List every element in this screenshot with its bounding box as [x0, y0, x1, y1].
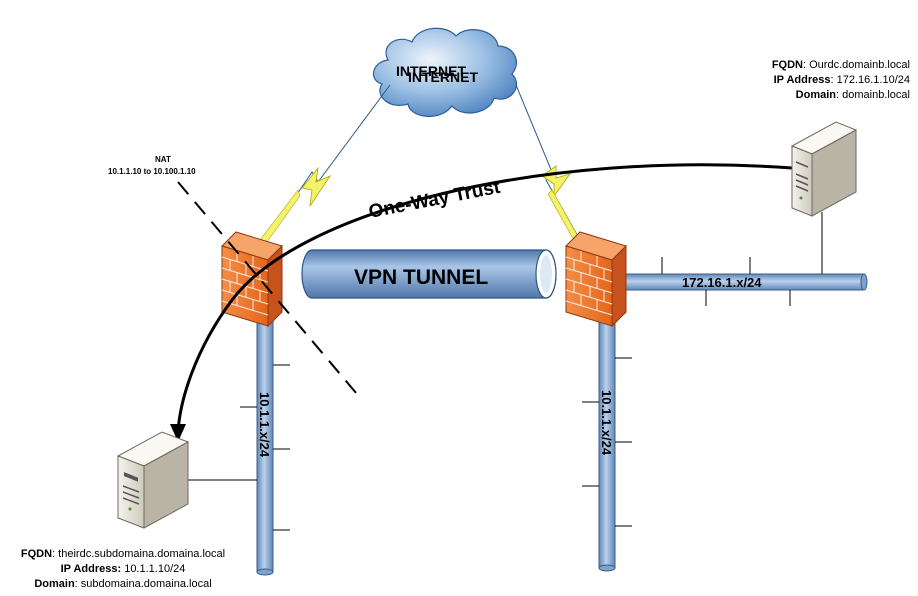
- internet-label-shadow: INTERNET: [408, 69, 478, 85]
- right-domain-value: : domainb.local: [836, 89, 910, 101]
- left-domain-line: Domain: subdomaina.domaina.local: [0, 577, 246, 592]
- right-ip-key: IP Address: [773, 74, 831, 86]
- right-fqdn-value: : Ourdc.domainb.local: [803, 59, 910, 71]
- right-server-info: FQDN: Ourdc.domainb.local IP Address: 17…: [720, 58, 910, 103]
- right-fqdn-key: FQDN: [771, 59, 803, 71]
- nat-boundary-line: [177, 181, 363, 401]
- left-domain-value: : subdomaina.domaina.local: [74, 578, 212, 590]
- left-fqdn-line: FQDN: theirdc.subdomaina.domaina.local: [0, 547, 246, 562]
- right-network-pipe: 10.1.1.x/24: [582, 317, 632, 572]
- left-network-pipe: 10.1.1.x/24: [188, 299, 290, 576]
- left-fqdn-value: : theirdc.subdomaina.domaina.local: [52, 548, 226, 560]
- internet-label: INTERNET: [396, 63, 466, 79]
- lightning-right: [515, 84, 581, 243]
- right-ip-value: : 172.16.1.10/24: [830, 74, 910, 86]
- left-server-icon: [116, 431, 190, 529]
- right-vertical-network-label: 10.1.1.x/24: [599, 390, 614, 456]
- internet-cloud: INTERNET INTERNET: [372, 27, 518, 117]
- left-ip-line: IP Address: 10.1.1.10/24: [0, 562, 246, 577]
- trust-label: One-Way Trust: [367, 177, 503, 223]
- left-vertical-network-label: 10.1.1.x/24: [257, 392, 272, 458]
- vpn-tunnel: VPN TUNNEL: [301, 249, 557, 299]
- one-way-trust-arrow: [176, 163, 793, 433]
- left-ip-key: IP Address:: [60, 563, 122, 575]
- right-server-icon: [790, 121, 858, 217]
- right-fqdn-line: FQDN: Ourdc.domainb.local: [720, 58, 910, 73]
- vpn-tunnel-label: VPN TUNNEL: [354, 266, 488, 289]
- nat-title: NAT: [155, 155, 171, 164]
- left-fqdn-key: FQDN: [20, 548, 53, 560]
- right-domain-line: Domain: domainb.local: [720, 88, 910, 103]
- right-horizontal-network-label: 172.16.1.x/24: [682, 275, 762, 290]
- right-domain-key: Domain: [795, 89, 836, 101]
- left-domain-key: Domain: [34, 578, 75, 590]
- trust-arrowhead-icon: [170, 424, 186, 442]
- right-firewall-icon: [565, 231, 627, 328]
- right-ip-line: IP Address: 172.16.1.10/24: [720, 73, 910, 88]
- nat-detail: 10.1.1.10 to 10.100.1.10: [108, 167, 196, 176]
- left-ip-value: 10.1.1.10/24: [121, 563, 186, 575]
- left-server-info: FQDN: theirdc.subdomaina.domaina.local I…: [0, 547, 246, 592]
- right-horizontal-pipe: 172.16.1.x/24: [617, 212, 868, 306]
